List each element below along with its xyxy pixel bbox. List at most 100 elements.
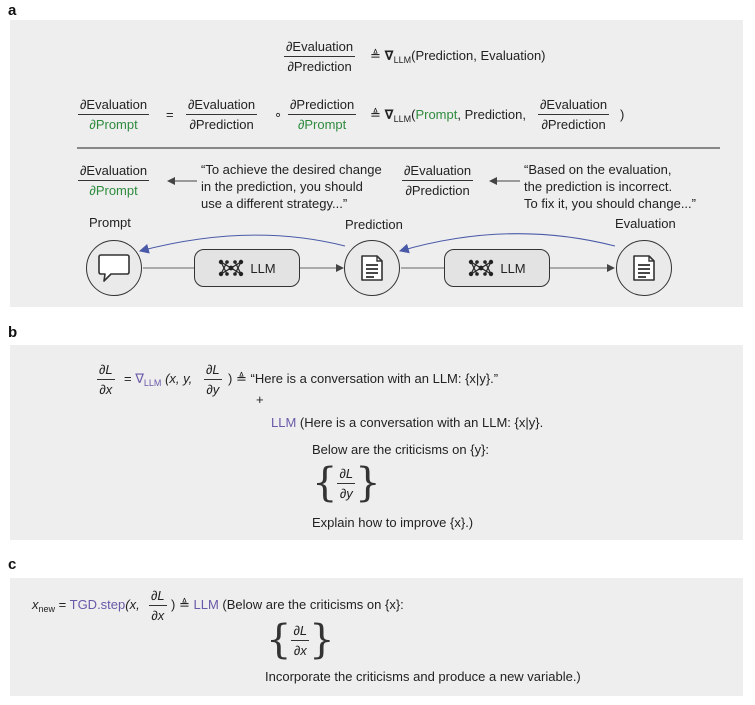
- speech-bubble-icon: [98, 254, 130, 282]
- b-arg-numerator: ∂L: [204, 363, 222, 380]
- eq2-arg-denominator: ∂Prediction: [541, 117, 606, 132]
- eq2-equals: =: [166, 107, 174, 122]
- node-label-evaluation: Evaluation: [615, 216, 676, 231]
- feedback-prediction-line-1: “Based on the evaluation,: [524, 162, 672, 177]
- c-braced-gradient: { ∂L ∂x }: [266, 620, 335, 660]
- b-llm: LLM: [271, 415, 297, 430]
- llm-block-2-label: LLM: [500, 260, 526, 276]
- eq1-subscript: LLM: [393, 55, 412, 65]
- prompt-node: [86, 240, 142, 296]
- c-equals: =: [58, 597, 67, 612]
- eq2-nabla: ∇: [384, 107, 394, 122]
- eq2-arg-numerator: ∂Evaluation: [538, 98, 610, 115]
- b-left-brace: {: [312, 460, 338, 506]
- eq2-factor1-fraction: ∂Evaluation ∂Prediction: [186, 98, 258, 132]
- node-label-prompt: Prompt: [89, 215, 131, 230]
- eq1-numerator: ∂Evaluation: [284, 40, 356, 57]
- c-brace-numerator: ∂L: [291, 624, 310, 641]
- eq2-def-symbol: ≜: [370, 107, 381, 122]
- c-right-brace: }: [309, 617, 335, 663]
- eq1-args: (Prediction, Evaluation): [411, 48, 546, 63]
- gradient-prompt-fraction: ∂Evaluation ∂Prompt: [78, 164, 150, 197]
- feedback-prompt-line-1: “To achieve the desired change: [201, 162, 382, 177]
- neural-network-icon: [469, 259, 494, 277]
- llm-block-1: LLM: [194, 249, 300, 287]
- eq2-arg-mid: , Prediction,: [457, 107, 527, 122]
- b-arg-fraction: ∂L ∂y: [204, 363, 222, 396]
- b-brace-fraction: ∂L ∂y: [337, 467, 356, 501]
- b-arg-denominator: ∂y: [206, 382, 220, 397]
- eq2-lhs-numerator: ∂Evaluation: [78, 98, 150, 115]
- b-args-open: (x, y,: [165, 371, 193, 386]
- eq1-nabla: ∇: [384, 48, 394, 63]
- feedback-prompt-line-2: in the prediction, you should: [201, 179, 363, 194]
- c-x-subscript: new: [38, 604, 56, 614]
- c-x: x: [32, 597, 39, 612]
- gradient-prompt-numerator: ∂Evaluation: [78, 164, 150, 181]
- eq2-lhs-fraction: ∂Evaluation ∂Prompt: [78, 98, 150, 132]
- eq2-factor1-numerator: ∂Evaluation: [186, 98, 258, 115]
- c-line2: Incorporate the criticisms and produce a…: [265, 669, 581, 684]
- b-line2-wrap: LLM (Here is a conversation with an LLM:…: [271, 416, 543, 429]
- b-lhs-denominator: ∂x: [99, 382, 113, 397]
- eq2-arg-fraction: ∂Evaluation ∂Prediction: [538, 98, 610, 132]
- b-line1: “Here is a conversation with an LLM: {x|…: [250, 371, 499, 386]
- b-def-symbol: ≜: [235, 371, 247, 386]
- b-nabla: ∇: [135, 371, 144, 386]
- b-line4: Explain how to improve {x}.): [312, 515, 474, 530]
- document-icon: [633, 255, 655, 281]
- c-brace-fraction: ∂L ∂x: [291, 624, 310, 658]
- feedback-to-prompt-quote: “To achieve the desired change in the pr…: [201, 161, 382, 212]
- c-args-open: (x,: [125, 597, 140, 612]
- c-left-brace: {: [266, 617, 292, 663]
- gradient-prediction-denominator: ∂Prediction: [405, 183, 470, 198]
- b-lhs-numerator: ∂L: [97, 363, 115, 380]
- c-def-symbol: ≜: [178, 597, 190, 612]
- c-brace-denominator: ∂x: [293, 642, 307, 658]
- gradient-prediction-numerator: ∂Evaluation: [402, 164, 474, 181]
- b-lhs-fraction: ∂L ∂x: [97, 363, 115, 396]
- eq1-denominator: ∂Prediction: [287, 59, 352, 74]
- panel-c: [10, 578, 743, 696]
- node-label-prediction: Prediction: [345, 217, 403, 232]
- feedback-to-prediction-quote: “Based on the evaluation, the prediction…: [524, 161, 696, 212]
- feedback-prediction-line-3: To fix it, you should change...”: [524, 196, 696, 211]
- llm-block-2: LLM: [444, 249, 550, 287]
- llm-block-1-label: LLM: [250, 260, 276, 276]
- panel-label-b: b: [8, 324, 18, 341]
- eq2-factor1-denominator: ∂Prediction: [189, 117, 254, 132]
- c-arg-numerator: ∂L: [149, 589, 167, 606]
- b-gradient-expr: = ∇LLM (x, y,: [124, 371, 193, 388]
- eq2-open-paren: (: [411, 107, 416, 122]
- eq2-compose: ∘: [274, 107, 283, 122]
- eq2-close-paren: ): [620, 107, 625, 122]
- eq1-rhs: ≜ ∇LLM(Prediction, Evaluation): [370, 48, 546, 65]
- eq2-arg-prompt: Prompt: [415, 107, 458, 122]
- c-arg-fraction: ∂L ∂x: [149, 589, 167, 622]
- c-lhs: xnew = TGD.step(x,: [32, 597, 140, 614]
- b-brace-denominator: ∂y: [339, 485, 353, 501]
- c-rhs: ) ≜ LLM (Below are the criticisms on {x}…: [171, 598, 404, 611]
- panel-label-a: a: [8, 2, 17, 19]
- b-equals: =: [124, 371, 132, 386]
- b-args-close: ): [228, 371, 233, 386]
- c-tgd-step: TGD.step: [69, 597, 126, 612]
- eq2-factor2-denominator: ∂Prompt: [297, 117, 347, 132]
- eq2-subscript: LLM: [393, 114, 412, 124]
- panel-label-c: c: [8, 556, 17, 573]
- prediction-node: [344, 240, 400, 296]
- eq1-def-symbol: ≜: [370, 48, 381, 63]
- c-llm: LLM: [193, 597, 219, 612]
- c-arg-denominator: ∂x: [151, 608, 165, 623]
- document-icon: [361, 255, 383, 281]
- gradient-prediction-fraction: ∂Evaluation ∂Prediction: [402, 164, 474, 198]
- eq1-fraction: ∂Evaluation ∂Prediction: [284, 40, 356, 74]
- b-subscript: LLM: [143, 378, 162, 388]
- b-plus: +: [256, 392, 264, 407]
- feedback-prompt-line-3: use a different strategy...”: [201, 196, 348, 211]
- panel-b: [10, 345, 743, 540]
- c-line1: (Below are the criticisms on {x}:: [222, 597, 404, 612]
- b-args-tail: ) ≜ “Here is a conversation with an LLM:…: [228, 372, 498, 385]
- eq2-lhs-denominator: ∂Prompt: [89, 117, 138, 132]
- b-line3: Below are the criticisms on {y}:: [312, 442, 490, 457]
